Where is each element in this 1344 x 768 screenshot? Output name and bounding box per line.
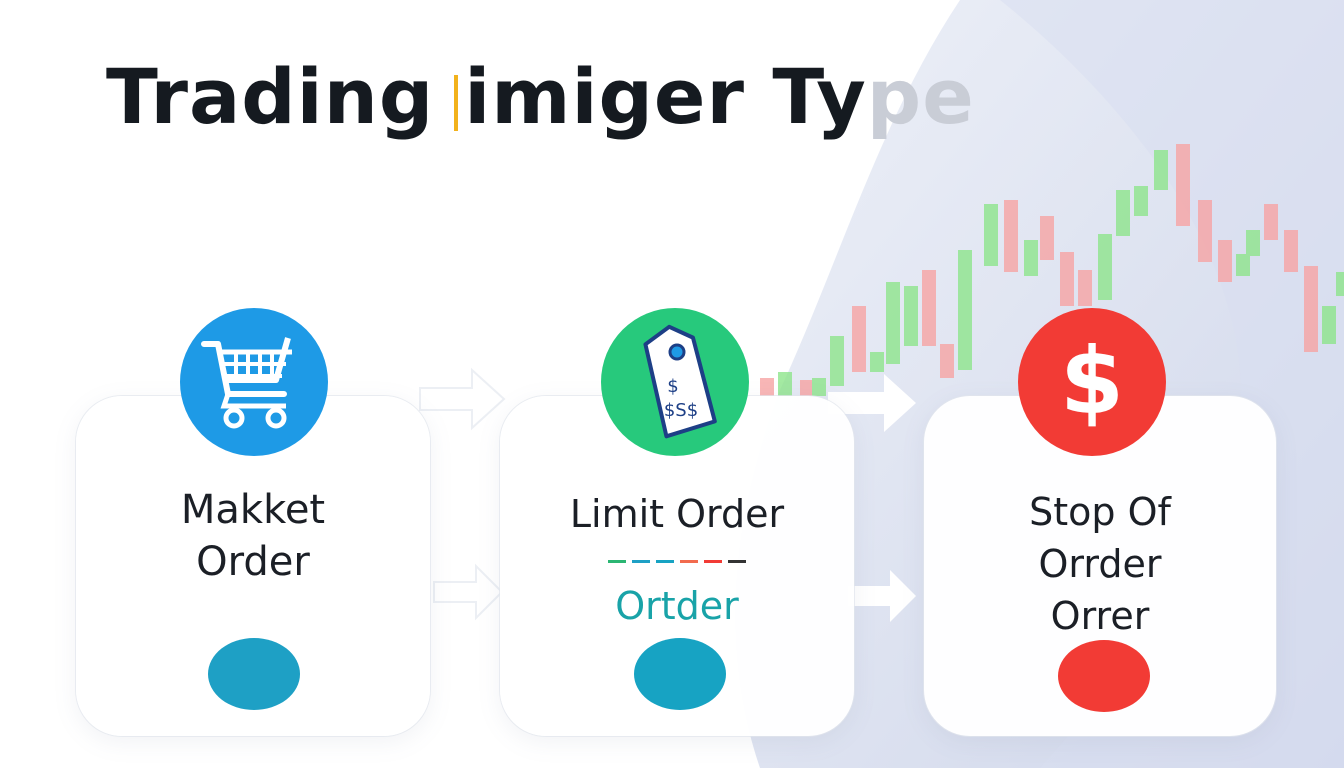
card-label-line: Makket xyxy=(180,487,326,533)
candlestick xyxy=(1236,254,1250,276)
candlestick xyxy=(940,344,954,378)
title-part-3a: Ty xyxy=(772,52,867,141)
card-indicator-pill xyxy=(634,638,726,710)
card-label-line: Limit Order xyxy=(569,492,785,536)
shopping-cart-icon xyxy=(201,337,292,429)
candlestick xyxy=(1322,306,1336,344)
color-dash-divider xyxy=(608,560,750,566)
dollar-sign-icon: $ xyxy=(1059,328,1124,435)
candlestick xyxy=(1198,200,1212,262)
title-part-2: imiger xyxy=(464,52,745,141)
market-order-icon-circle xyxy=(180,308,328,456)
limit-order-accent-label: Ortder xyxy=(615,584,739,628)
candlestick xyxy=(1154,150,1168,190)
candlestick xyxy=(1134,186,1148,216)
page-title: Trading imiger Type xyxy=(106,52,975,141)
cursor-mark xyxy=(454,75,459,131)
candlestick xyxy=(830,336,844,386)
candlestick xyxy=(1264,204,1278,240)
candlestick xyxy=(984,204,998,266)
candlestick xyxy=(1246,230,1260,256)
candlestick xyxy=(1078,270,1092,306)
candlestick xyxy=(1116,190,1130,236)
candlestick xyxy=(812,378,826,396)
candlestick xyxy=(904,286,918,346)
stop-order-icon-circle: $ xyxy=(1018,308,1166,456)
arrow-right-icon xyxy=(848,570,916,622)
candlestick xyxy=(1004,200,1018,272)
candlestick xyxy=(922,270,936,346)
candlestick xyxy=(1304,266,1318,352)
arrow-right-icon xyxy=(828,374,916,432)
candlestick xyxy=(886,282,900,364)
card-label-line: Stop Of xyxy=(1029,490,1171,534)
title-part-1: Trading xyxy=(106,52,435,141)
candlestick xyxy=(1218,240,1232,282)
stop-order-label: Stop Of Orrder OrrerR xyxy=(924,486,1276,694)
title-part-3b: pe xyxy=(866,52,975,141)
candlestick xyxy=(1024,240,1038,276)
candlestick-chart xyxy=(760,144,1344,396)
candlestick xyxy=(958,250,972,370)
candlestick xyxy=(1336,272,1344,296)
candlestick xyxy=(778,372,792,396)
candlestick xyxy=(1040,216,1054,260)
card-indicator-pill xyxy=(208,638,300,710)
candlestick xyxy=(870,352,884,372)
arrow-right-icon xyxy=(433,563,504,621)
candlestick xyxy=(800,380,814,396)
candlestick xyxy=(1098,234,1112,300)
stop-order-card[interactable]: Stop Of Orrder OrrerR xyxy=(924,396,1276,736)
candlestick xyxy=(760,378,774,396)
card-label-line: Orrder xyxy=(1038,542,1162,586)
candlestick xyxy=(852,306,866,372)
limit-order-icon-circle: $ $S$ xyxy=(601,308,749,456)
arrow-right-icon xyxy=(419,367,506,431)
candlestick xyxy=(1284,230,1298,272)
candlestick xyxy=(1060,252,1074,306)
limit-order-label: Limit Order xyxy=(500,488,854,540)
candlestick xyxy=(1176,144,1190,226)
card-indicator-pill xyxy=(1058,640,1150,712)
card-label-line: Order xyxy=(196,539,310,585)
title-part-3: Type xyxy=(772,52,974,141)
card-label-text: Orrer xyxy=(1050,594,1150,638)
tag-bottom-text: $S$ xyxy=(664,400,698,421)
tag-top-text: $ xyxy=(667,376,678,397)
price-tag-icon: $ $S$ xyxy=(643,324,717,439)
market-order-label: Makket Order xyxy=(76,484,430,588)
